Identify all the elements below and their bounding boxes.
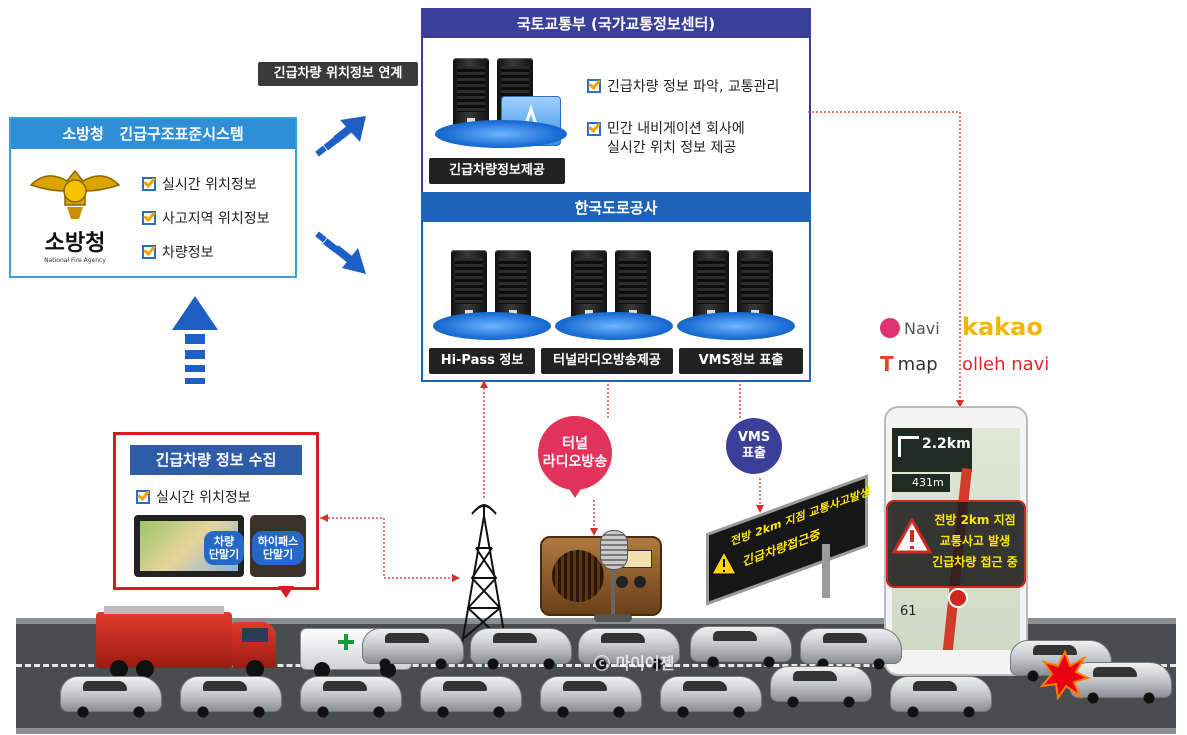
server-icon <box>615 250 651 324</box>
hipass-label: Hi-Pass 정보 <box>429 348 535 374</box>
vms-sign: 전방 2km 지점 교통사고발생 긴급차량접근중 <box>706 474 870 606</box>
fire-item-accident: 사고지역 위치정보 <box>142 208 270 228</box>
radio-bubble-tail <box>566 484 584 498</box>
server-icon <box>737 250 773 324</box>
vms-bubble: VMS 표출 <box>726 418 782 474</box>
car <box>470 628 572 670</box>
olleh-logo: olleh navi <box>962 354 1050 375</box>
car <box>60 676 162 718</box>
arrow-up-right-icon <box>315 116 366 157</box>
turn-left-icon <box>898 436 919 457</box>
radio-icon <box>540 536 662 616</box>
phone-alert: 전방 2km 지점 교통사고 발생 긴급차량 접근 중 <box>886 500 1026 588</box>
arrow-down-right-icon <box>315 231 366 274</box>
car <box>540 676 642 718</box>
fire-item-realtime: 실시간 위치정보 <box>142 174 257 194</box>
molit-header: 국토교통부 (국가교통정보센터) <box>423 10 809 38</box>
car <box>660 676 762 718</box>
fire-truck <box>96 606 276 678</box>
server-base <box>677 312 795 340</box>
fire-agency-header: 소방청 긴급구조표준시스템 <box>11 119 295 149</box>
car <box>362 628 464 670</box>
phone-distance: 2.2km <box>922 436 971 452</box>
server-icon <box>453 58 489 132</box>
car <box>180 676 282 718</box>
car <box>420 676 522 718</box>
unavi-logo: Navi <box>880 318 940 338</box>
microphone-icon <box>594 530 632 622</box>
location-pin-icon <box>948 588 968 608</box>
tmap-icon: T <box>880 352 894 376</box>
watermark: ⓒ 마이어젠 <box>594 654 675 673</box>
collect-header: 긴급차량 정보 수집 <box>130 445 302 475</box>
fire-logo-sub: National Fire Agency <box>44 257 106 264</box>
molit-panel: 국토교통부 (국가교통정보센터) 긴급차량정보제공 긴급차량 정보 파악, 교통… <box>421 8 811 195</box>
collect-item: 실시간 위치정보 <box>136 487 251 507</box>
phone-distance2: 431m <box>912 476 944 489</box>
phone-bottom-num: 61 <box>900 604 917 619</box>
unavi-icon <box>880 318 900 338</box>
warning-triangle-icon <box>711 550 737 575</box>
check-icon <box>136 490 150 504</box>
check-icon <box>587 79 601 93</box>
navigation-device: 차량 단말기 <box>134 515 244 577</box>
radio-tower-icon <box>461 504 507 645</box>
check-icon <box>587 122 601 136</box>
warning-icon <box>892 518 932 554</box>
check-icon <box>142 245 156 259</box>
server-base <box>435 120 567 148</box>
check-icon <box>142 177 156 191</box>
car <box>770 666 872 708</box>
car <box>690 626 792 668</box>
hipass-device: 하이패스 단말기 <box>250 515 306 577</box>
kakao-logo: kakao <box>962 313 1043 341</box>
device2-tag: 하이패스 단말기 <box>252 531 304 565</box>
car <box>1070 662 1172 704</box>
expressway-panel: 한국도로공사 Hi-Pass 정보 터널라디오방송제공 VMS정보 표출 <box>421 192 811 382</box>
fire-agency-panel: 소방청 긴급구조표준시스템 소방청 National Fire Agency 실… <box>9 117 297 278</box>
molit-item-1: 긴급차량 정보 파악, 교통관리 <box>587 76 779 96</box>
expressway-header: 한국도로공사 <box>423 194 809 222</box>
collect-panel: 긴급차량 정보 수집 실시간 위치정보 차량 단말기 하이패스 단말기 <box>113 432 319 590</box>
phone-alert-text: 전방 2km 지점 교통사고 발생 긴급차량 접근 중 <box>932 513 1018 569</box>
fire-item-vehicle: 차량정보 <box>142 242 214 262</box>
collect-pointer <box>278 586 294 598</box>
tmap-logo: T map <box>880 352 938 376</box>
server-base <box>433 312 551 340</box>
car <box>890 676 992 718</box>
molit-server-label: 긴급차량정보제공 <box>429 158 565 184</box>
car <box>578 628 680 670</box>
arrow-up-icon <box>172 296 218 384</box>
tunnel-radio-label: 터널라디오방송제공 <box>541 348 673 374</box>
crash-burst-icon <box>1040 650 1090 700</box>
check-icon <box>142 211 156 225</box>
molit-item-2: 민간 내비게이션 회사에 실시간 위치 정보 제공 <box>587 120 745 158</box>
vms-label: VMS정보 표출 <box>679 348 803 374</box>
device1-tag: 차량 단말기 <box>204 531 244 565</box>
link-label: 긴급차량 위치정보 연계 <box>258 62 418 86</box>
fire-agency-logo: 소방청 National Fire Agency <box>27 161 123 265</box>
car <box>300 676 402 718</box>
server-base <box>555 312 673 340</box>
server-icon <box>571 250 607 324</box>
server-icon <box>451 250 487 324</box>
server-icon <box>693 250 729 324</box>
fire-emblem-icon <box>29 169 121 219</box>
car <box>800 628 902 670</box>
radio-bubble: 터널 라디오방송 <box>538 416 612 490</box>
fire-logo-text: 소방청 <box>44 231 106 256</box>
